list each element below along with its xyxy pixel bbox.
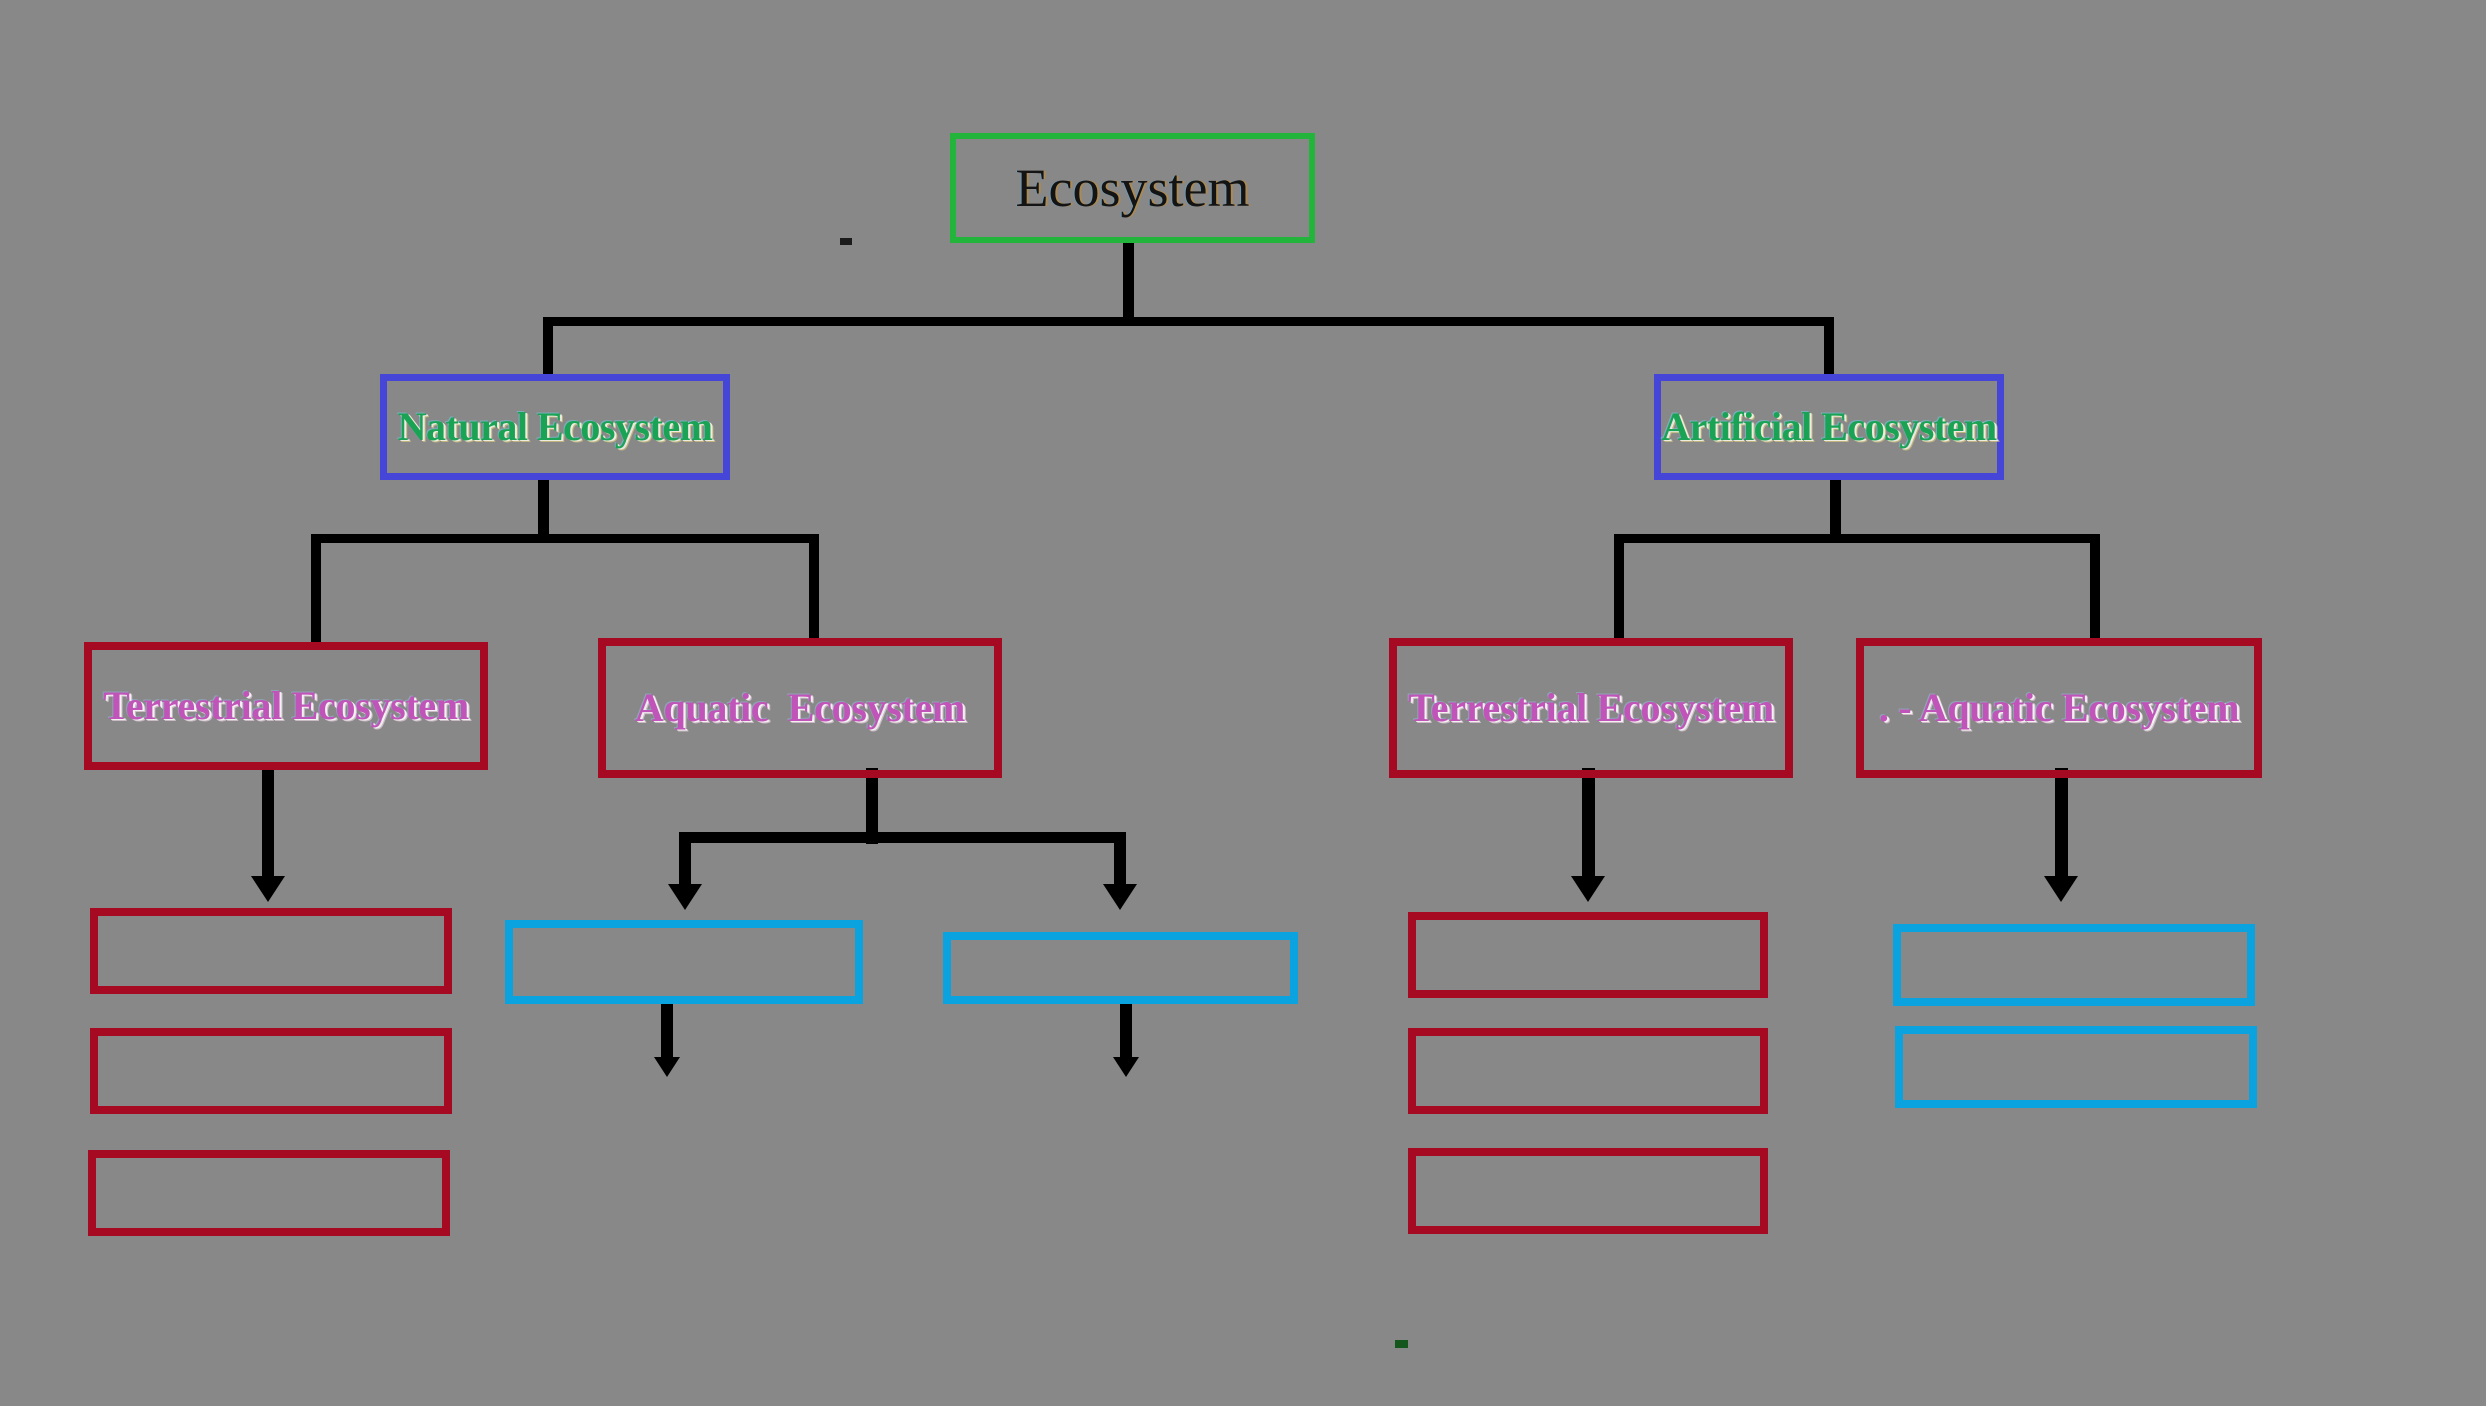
arrowhead-dangle-right: [1113, 1057, 1139, 1077]
node-natural-terrestrial[interactable]: Terrestrial Ecosystem: [84, 642, 488, 770]
leaf-natural-terrestrial-3[interactable]: [88, 1150, 450, 1236]
connector-bus-to-artificial: [1824, 317, 1834, 379]
node-ecosystem[interactable]: Ecosystem: [950, 133, 1315, 243]
connector-nat-aqua-stem: [866, 768, 878, 844]
connector-artificial-bus: [1614, 534, 2099, 543]
arrowhead-dangle-left: [654, 1057, 680, 1077]
node-artificial-terrestrial-label: Terrestrial Ecosystem: [1408, 685, 1774, 730]
connector-dangle-left-shaft: [661, 1004, 673, 1067]
node-artificial-aquatic-label: . - Aquatic Ecosystem: [1878, 685, 2240, 730]
connector-root-stem: [1123, 238, 1134, 322]
node-natural-aquatic-label: Aquatic Ecosystem: [634, 685, 966, 730]
connector-nat-terr-arrow-shaft: [262, 768, 274, 888]
arrowhead-art-aqua: [2044, 876, 2078, 902]
connector-natural-bus-left-drop: [311, 534, 321, 646]
leaf-natural-aquatic-2[interactable]: [943, 932, 1298, 1004]
connector-bus-to-natural: [543, 317, 553, 379]
node-natural-ecosystem-label: Natural Ecosystem: [397, 404, 713, 449]
arrowhead-nat-aqua-left: [668, 884, 702, 910]
node-natural-terrestrial-label: Terrestrial Ecosystem: [103, 683, 469, 728]
leaf-natural-aquatic-1[interactable]: [505, 920, 863, 1004]
leaf-artificial-aquatic-1[interactable]: [1893, 924, 2255, 1006]
connector-nat-aqua-right-shaft: [1114, 832, 1126, 892]
node-artificial-aquatic[interactable]: . - Aquatic Ecosystem: [1856, 638, 2262, 778]
node-natural-aquatic[interactable]: Aquatic Ecosystem: [598, 638, 1002, 778]
arrowhead-art-terr: [1571, 876, 1605, 902]
connector-artificial-bus-left-drop: [1614, 534, 1624, 646]
connector-art-aqua-arrow-shaft: [2055, 768, 2068, 888]
connector-artificial-bus-right-drop: [2090, 534, 2100, 646]
connector-natural-stem: [538, 478, 549, 542]
connector-art-terr-arrow-shaft: [1582, 768, 1595, 888]
arrowhead-nat-aqua-right: [1103, 884, 1137, 910]
connector-natural-bus: [311, 534, 818, 543]
leaf-artificial-aquatic-2[interactable]: [1895, 1026, 2257, 1108]
node-natural-ecosystem[interactable]: Natural Ecosystem: [380, 374, 730, 480]
leaf-natural-terrestrial-1[interactable]: [90, 908, 452, 994]
connector-dangle-right-shaft: [1120, 1004, 1132, 1067]
connector-artificial-stem: [1830, 478, 1841, 542]
node-artificial-terrestrial[interactable]: Terrestrial Ecosystem: [1389, 638, 1793, 778]
stray-dot-upper-icon: [840, 238, 852, 245]
leaf-natural-terrestrial-2[interactable]: [90, 1028, 452, 1114]
stray-dot-lower-icon: [1395, 1340, 1408, 1348]
leaf-artificial-terrestrial-3[interactable]: [1408, 1148, 1768, 1234]
leaf-artificial-terrestrial-1[interactable]: [1408, 912, 1768, 998]
leaf-artificial-terrestrial-2[interactable]: [1408, 1028, 1768, 1114]
arrowhead-nat-terr: [251, 876, 285, 902]
node-artificial-ecosystem-label: Artificial Ecosystem: [1661, 404, 1997, 449]
connector-natural-bus-right-drop: [809, 534, 819, 646]
node-ecosystem-label: Ecosystem: [1015, 158, 1250, 218]
node-artificial-ecosystem[interactable]: Artificial Ecosystem: [1654, 374, 2004, 480]
connector-nat-aqua-left-shaft: [679, 832, 691, 892]
connector-root-bus: [543, 317, 1833, 326]
connector-nat-aqua-bus: [679, 832, 1126, 843]
